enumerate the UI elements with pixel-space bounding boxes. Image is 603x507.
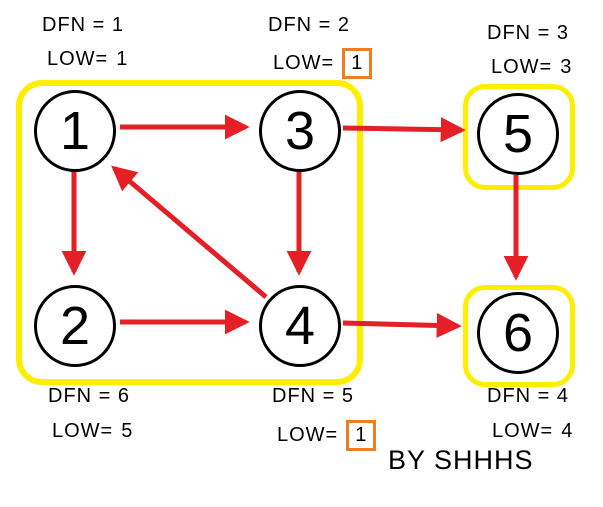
node-3-dfn-label: DFN = 2	[268, 14, 351, 36]
node-3-low-label: LOW= 1	[273, 48, 373, 79]
node-1-circle: 1	[34, 90, 116, 172]
node-5-low-label: LOW= 3	[491, 56, 572, 79]
scc-group-1234-outline	[16, 80, 363, 385]
edge-4-to-1	[111, 165, 268, 299]
node-3-low-prefix: LOW=	[273, 52, 335, 74]
node-6-circle: 6	[477, 292, 559, 374]
node-5-low-prefix: LOW=	[491, 56, 553, 78]
node-5-low-value: 3	[560, 56, 573, 78]
node-3-low-value-highlighted: 1	[342, 48, 373, 79]
node-4-circle: 4	[259, 285, 341, 367]
node-1-low-value: 1	[116, 48, 129, 70]
node-2-low-value: 5	[121, 420, 134, 442]
node-2-low-prefix: LOW=	[52, 420, 114, 442]
node-6-low-value: 4	[561, 420, 574, 442]
scc-group-6-outline	[463, 285, 575, 387]
node-4-low-label: LOW= 1	[277, 420, 377, 451]
edge-3-to-5	[342, 117, 466, 143]
node-5-circle: 5	[477, 93, 559, 175]
node-6-low-label: LOW= 4	[492, 420, 573, 443]
node-5-dfn-label: DFN = 3	[487, 22, 570, 44]
node-3-circle: 3	[259, 90, 341, 172]
node-6-dfn-label: DFN = 4	[487, 385, 570, 407]
node-2-low-label: LOW= 5	[52, 420, 133, 443]
node-2-dfn-label: DFN = 6	[48, 385, 131, 407]
node-1-low-label: LOW= 1	[47, 48, 128, 71]
edge-4-to-6	[342, 312, 462, 338]
node-2-circle: 2	[34, 285, 116, 367]
node-4-low-prefix: LOW=	[277, 424, 339, 446]
node-4-dfn-label: DFN = 5	[272, 385, 355, 407]
node-4-low-value-highlighted: 1	[346, 420, 377, 451]
node-1-dfn-label: DFN = 1	[42, 14, 125, 36]
author-watermark: BY SHHHS	[388, 445, 534, 475]
node-6-low-prefix: LOW=	[492, 420, 554, 442]
node-1-low-prefix: LOW=	[47, 48, 109, 70]
